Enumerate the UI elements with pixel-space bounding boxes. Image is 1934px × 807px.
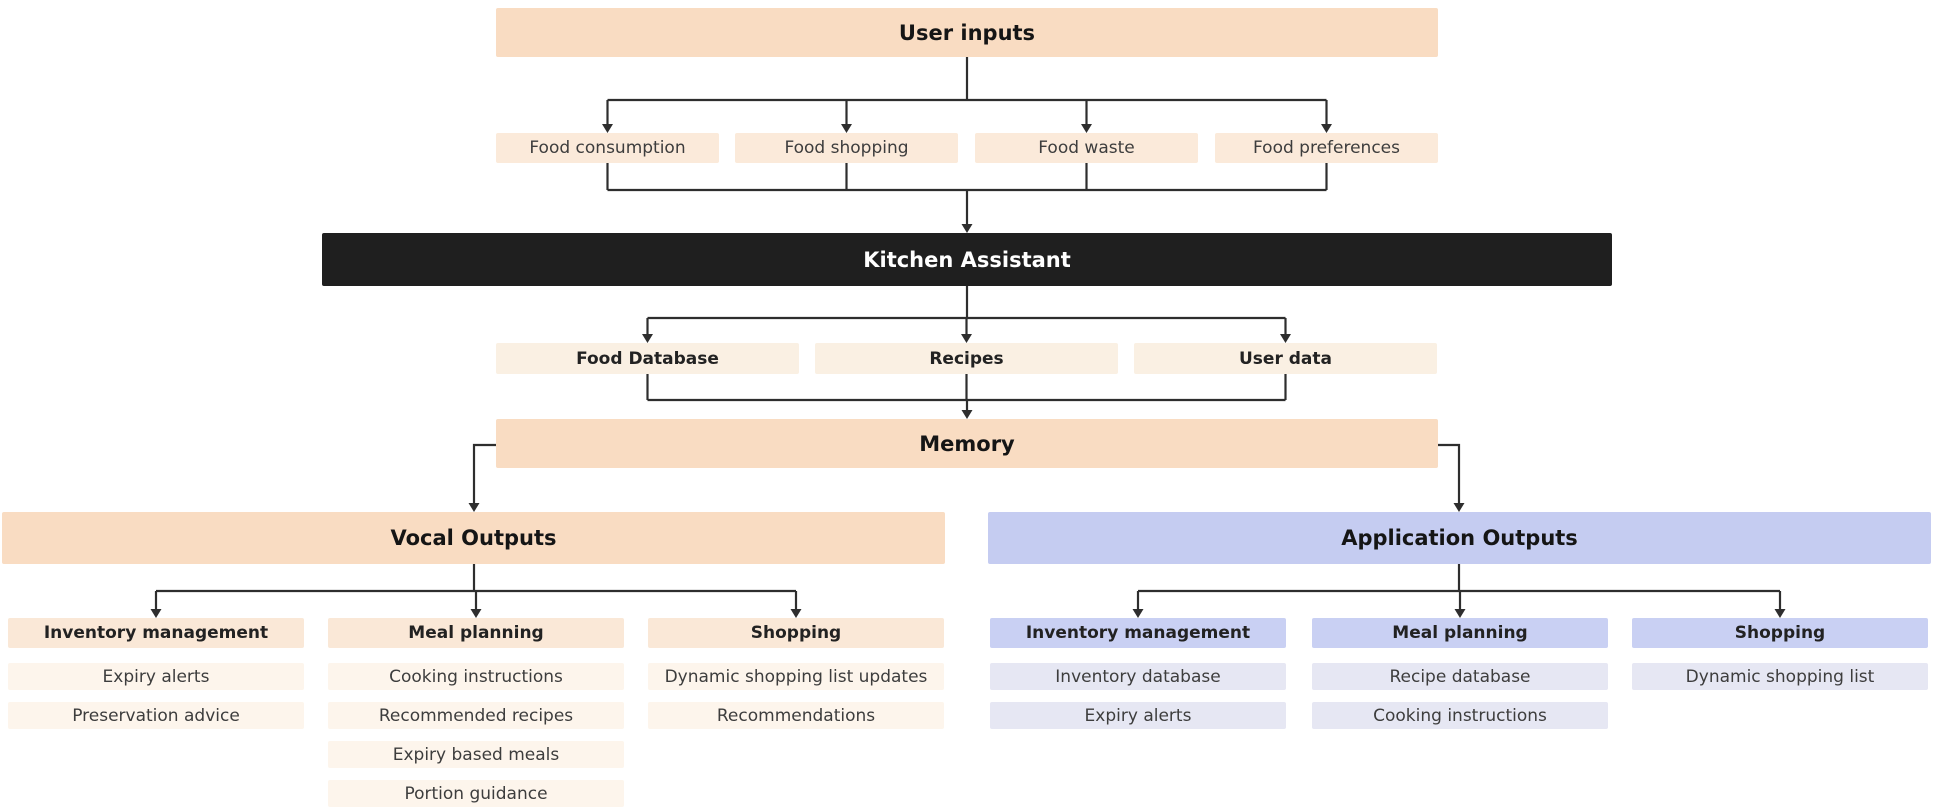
- vocal-header-meal-planning: Meal planning: [328, 618, 624, 648]
- node-recipes: Recipes: [815, 343, 1118, 374]
- vocal-item-expiry-based-meals: Expiry based meals: [328, 741, 624, 768]
- vocal-item-dynamic-shopping-list-updates: Dynamic shopping list updates: [648, 663, 944, 690]
- node-food-consumption: Food consumption: [496, 133, 719, 163]
- node-application-outputs: Application Outputs: [988, 512, 1931, 564]
- node-memory: Memory: [496, 419, 1438, 468]
- vocal-header-inventory-management: Inventory management: [8, 618, 304, 648]
- vocal-item-recommended-recipes: Recommended recipes: [328, 702, 624, 729]
- app-item-recipe-database: Recipe database: [1312, 663, 1608, 690]
- node-vocal-outputs: Vocal Outputs: [2, 512, 945, 564]
- vocal-item-preservation-advice: Preservation advice: [8, 702, 304, 729]
- node-user-data: User data: [1134, 343, 1437, 374]
- vocal-item-expiry-alerts: Expiry alerts: [8, 663, 304, 690]
- app-header-inventory-management: Inventory management: [990, 618, 1286, 648]
- vocal-item-cooking-instructions: Cooking instructions: [328, 663, 624, 690]
- node-food-shopping: Food shopping: [735, 133, 958, 163]
- app-item-dynamic-shopping-list: Dynamic shopping list: [1632, 663, 1928, 690]
- vocal-item-recommendations: Recommendations: [648, 702, 944, 729]
- vocal-header-shopping: Shopping: [648, 618, 944, 648]
- node-food-database: Food Database: [496, 343, 799, 374]
- app-header-meal-planning: Meal planning: [1312, 618, 1608, 648]
- node-food-waste: Food waste: [975, 133, 1198, 163]
- app-item-cooking-instructions: Cooking instructions: [1312, 702, 1608, 729]
- app-item-expiry-alerts: Expiry alerts: [990, 702, 1286, 729]
- node-user-inputs: User inputs: [496, 8, 1438, 57]
- node-food-preferences: Food preferences: [1215, 133, 1438, 163]
- app-header-shopping: Shopping: [1632, 618, 1928, 648]
- app-item-inventory-database: Inventory database: [990, 663, 1286, 690]
- node-kitchen-assistant: Kitchen Assistant: [322, 233, 1612, 286]
- vocal-item-portion-guidance: Portion guidance: [328, 780, 624, 807]
